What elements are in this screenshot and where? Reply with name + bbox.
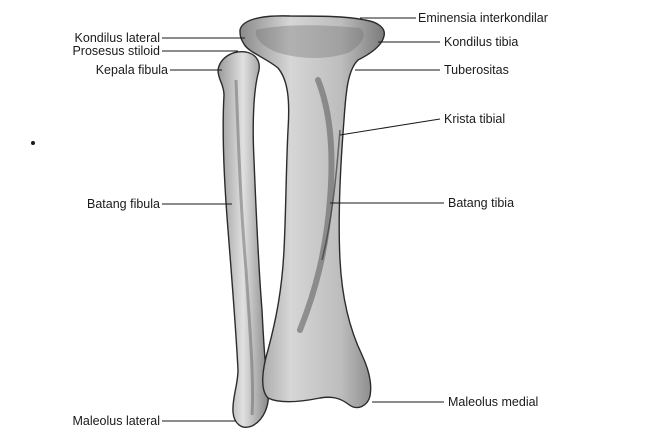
leader-krista-tibial — [340, 119, 440, 135]
label-eminensia-interkondilar: Eminensia interkondilar — [418, 11, 548, 25]
label-tuberositas: Tuberositas — [444, 63, 509, 77]
label-batang-tibia: Batang tibia — [448, 196, 514, 210]
label-batang-fibula: Batang fibula — [87, 197, 160, 211]
label-prosesus-stiloid: Prosesus stiloid — [72, 44, 160, 58]
label-maleolus-medial: Maleolus medial — [448, 395, 538, 409]
scan-dot — [31, 141, 35, 145]
label-kondilus-tibia: Kondilus tibia — [444, 35, 518, 49]
label-kepala-fibula: Kepala fibula — [96, 63, 168, 77]
label-kondilus-lateral: Kondilus lateral — [75, 31, 160, 45]
label-maleolus-lateral: Maleolus lateral — [72, 414, 160, 428]
label-krista-tibial: Krista tibial — [444, 112, 505, 126]
